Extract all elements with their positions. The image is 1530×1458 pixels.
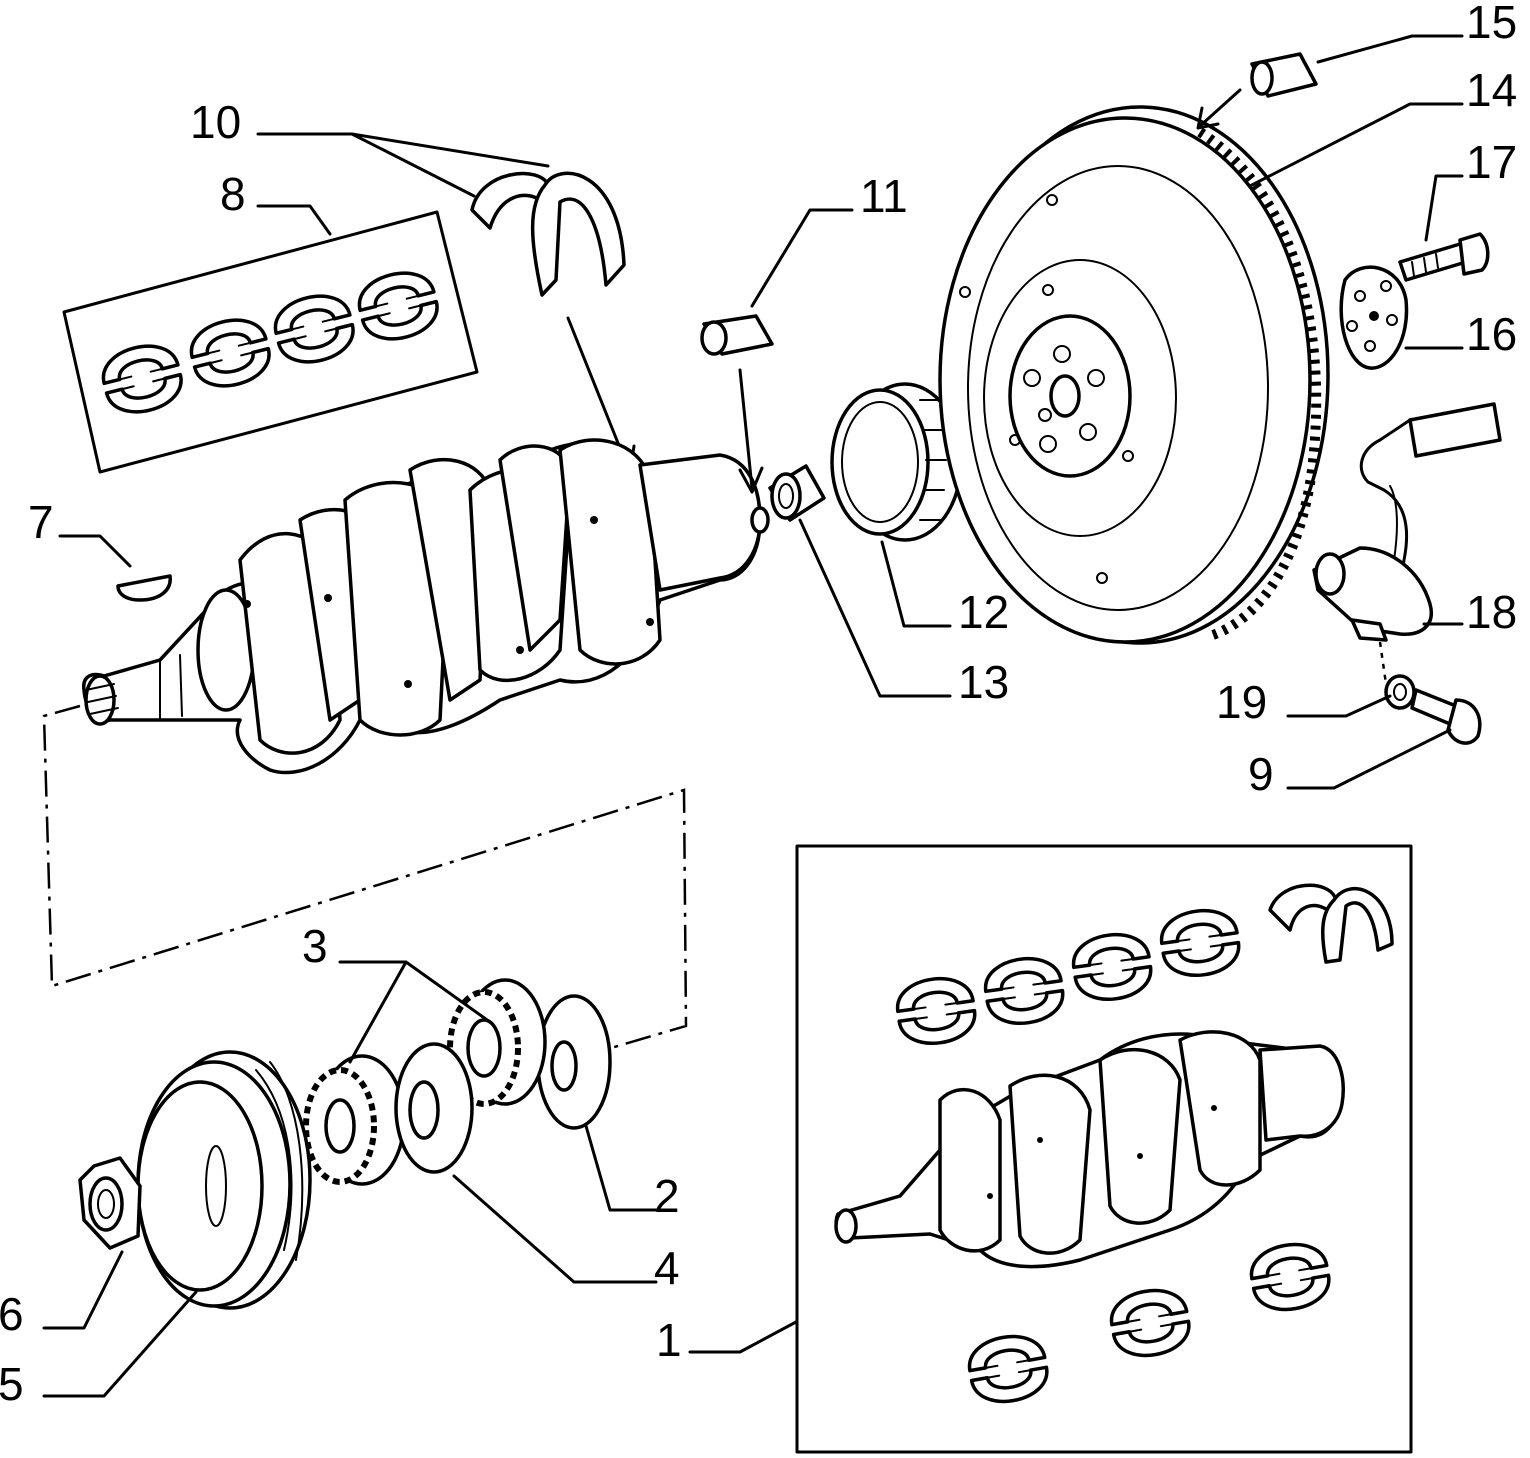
callout-2: 2 [654,1170,680,1222]
crankshaft [82,438,770,775]
callout-18: 18 [1466,586,1517,638]
callout-17: 17 [1466,136,1517,188]
callout-9: 9 [1248,748,1274,800]
sensor-bolt [1410,688,1482,745]
crankshaft-kit [795,844,1413,1454]
callout-12: 12 [958,586,1009,638]
flywheel-dowel [1196,52,1318,130]
callout-6: 6 [0,1288,24,1340]
leader-lines [42,34,1464,1398]
assembly-centerline [42,704,688,1052]
pilot-bushing [700,314,774,494]
timing-gear-front [303,1054,406,1186]
flywheel [938,105,1330,645]
front-flange-washer [536,994,612,1130]
spacer-ring [768,464,826,522]
crankshaft-pulley [136,1050,312,1310]
callout-19: 19 [1216,676,1267,728]
callout-1: 1 [656,1314,682,1366]
rear-oil-seal [830,382,963,542]
main-bearing-shells-set [62,210,479,474]
callout-11: 11 [860,170,908,222]
flywheel-bolt [1398,232,1490,282]
callout-4: 4 [654,1242,680,1294]
gear-spacer-disc [394,1042,474,1174]
callout-8: 8 [220,168,246,220]
callout-labels: 1 2 3 4 5 6 7 8 9 10 11 12 13 14 15 16 1… [0,0,1517,1410]
callout-10: 10 [190,96,241,148]
pulley-nut [78,1156,142,1250]
thrust-washers [470,171,636,474]
speed-sensor [1312,402,1502,685]
callout-13: 13 [958,656,1009,708]
callout-14: 14 [1466,64,1517,116]
flywheel-bolt-plate [1339,265,1409,370]
sensor-washer [1384,674,1416,710]
callout-3: 3 [302,920,328,972]
callout-16: 16 [1466,308,1517,360]
callout-7: 7 [28,496,54,548]
callout-15: 15 [1466,0,1517,48]
callout-5: 5 [0,1358,24,1410]
woodruff-key [116,574,172,602]
